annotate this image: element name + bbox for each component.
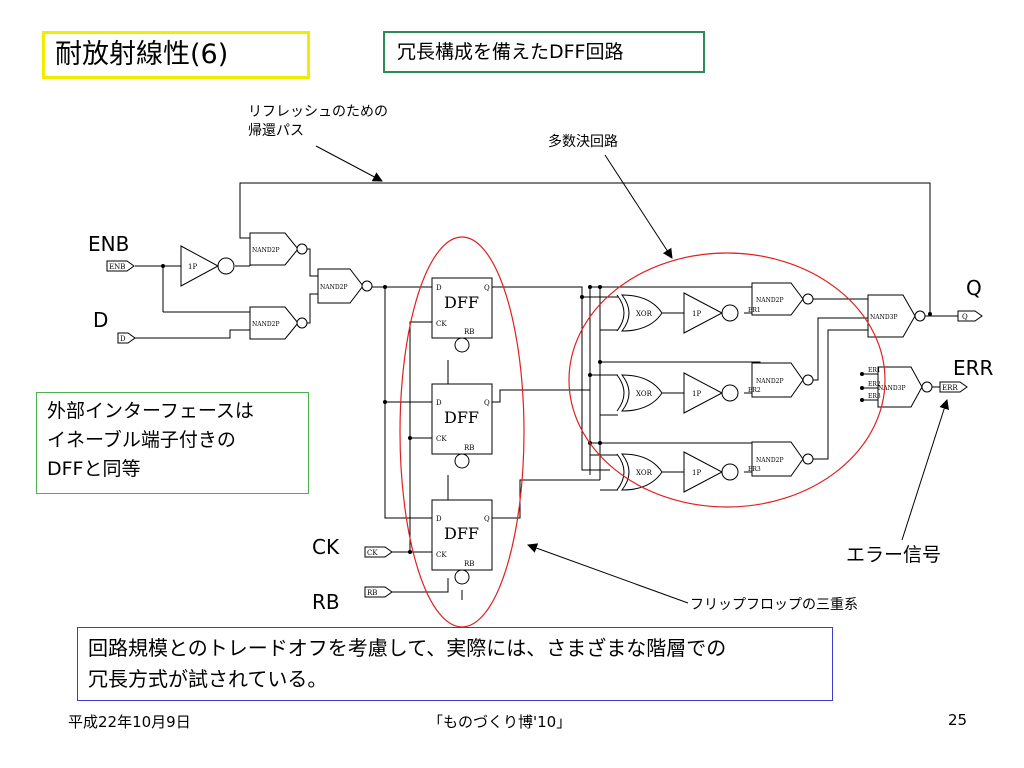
- dff-3-q: Q: [484, 515, 490, 523]
- port-rb: [364, 586, 393, 598]
- pin-label-q: Q: [966, 276, 982, 300]
- inverter-enb-label: 1P: [188, 263, 197, 271]
- port-err-text: ERR: [942, 384, 958, 392]
- nand-front-3: [317, 268, 364, 304]
- triple-annotation: フリップフロップの三重系: [690, 597, 858, 613]
- note-tradeoff: 回路規模とのトレードオフを考慮して、実際には、さまざまな階層での 冗長方式が試さ…: [77, 627, 833, 701]
- triple-arrow: [527, 543, 689, 604]
- dff-1-d: D: [436, 284, 442, 292]
- er1-label: ER1: [748, 307, 761, 314]
- dff-2: [431, 383, 493, 455]
- dff-1-ck: CK: [436, 320, 447, 328]
- port-rb-text: RB: [367, 589, 377, 597]
- pin-label-enb: ENB: [88, 232, 130, 256]
- nand3-err-label: NAND3P: [878, 385, 906, 392]
- note-interface: 外部インターフェースは イネーブル端子付きの DFFと同等: [36, 392, 309, 494]
- majority-voter-ellipse: [568, 252, 886, 508]
- refresh-arrow: [315, 145, 383, 182]
- nand-front-2-label: NAND2P: [252, 321, 280, 328]
- pin-label-ck: CK: [312, 535, 340, 559]
- nand-voter-3-label: NAND2P: [756, 457, 784, 464]
- inverter-1: [683, 292, 724, 334]
- port-err: [939, 381, 968, 393]
- dff-2-rb: RB: [464, 444, 474, 452]
- err-in-er1: ER1: [868, 367, 881, 374]
- port-d-text: D: [120, 335, 126, 343]
- refresh-annotation: リフレッシュのための 帰還パス: [248, 103, 388, 141]
- dff-2-q: Q: [484, 399, 490, 407]
- majority-annotation: 多数決回路: [548, 134, 618, 150]
- err-in-er3: ER3: [868, 393, 881, 400]
- port-enb: [106, 260, 135, 272]
- refresh-annotation-line2: 帰還パス: [248, 123, 304, 139]
- note-interface-line2: イネーブル端子付きの: [47, 429, 236, 451]
- xor-1: [620, 294, 663, 332]
- dff-1-label: DFF: [444, 293, 479, 312]
- port-ck: [364, 546, 393, 558]
- xor-2: [620, 374, 663, 412]
- xor-3-label: XOR: [636, 469, 653, 477]
- xor-1-label: XOR: [636, 310, 653, 318]
- dff-3-d: D: [436, 515, 442, 523]
- nand-front-1: [249, 232, 299, 266]
- nand-front-2: [249, 306, 299, 340]
- pin-label-err: ERR: [953, 356, 994, 380]
- refresh-annotation-line1: リフレッシュのための: [248, 104, 388, 120]
- nand-voter-2-label: NAND2P: [756, 378, 784, 385]
- note-interface-line3: DFFと同等: [47, 458, 141, 480]
- nand-voter-1: [751, 282, 804, 316]
- inverter-2: [683, 372, 724, 414]
- nand-voter-1-label: NAND2P: [756, 297, 784, 304]
- err-in-er2: ER2: [868, 381, 881, 388]
- er2-label: ER2: [748, 387, 761, 394]
- inverter-3-label: 1P: [692, 469, 701, 477]
- note-tradeoff-line2: 冗長方式が試されている。: [88, 667, 328, 691]
- pin-label-d: D: [93, 308, 109, 332]
- er3-label: ER3: [748, 466, 761, 473]
- dff-2-label: DFF: [444, 408, 479, 427]
- xor-2-label: XOR: [636, 390, 653, 398]
- nand3-err: [877, 366, 923, 408]
- error-signal-annotation: エラー信号: [846, 544, 942, 566]
- footer-page-number: 25: [948, 711, 968, 729]
- dff-1-rb: RB: [464, 328, 474, 336]
- nand-voter-3: [751, 441, 804, 477]
- inverter-enb: [180, 245, 220, 287]
- slide-subtitle: 冗長構成を備えたDFF回路: [383, 31, 705, 73]
- nand3-output: [867, 294, 916, 338]
- error-arrow: [901, 399, 950, 541]
- dff-1-q: Q: [484, 284, 490, 292]
- port-d: [117, 332, 136, 344]
- slide-title: 耐放射線性(6): [42, 31, 310, 79]
- note-interface-line1: 外部インターフェースは: [47, 400, 254, 422]
- feedback-wire: [239, 182, 931, 314]
- dff-2-ck: CK: [436, 435, 447, 443]
- note-tradeoff-line1: 回路規模とのトレードオフを考慮して、実際には、さまざまな階層での: [88, 636, 727, 660]
- dff-3-label: DFF: [444, 524, 479, 543]
- port-ck-text: CK: [367, 549, 378, 557]
- inverter-2-label: 1P: [692, 390, 701, 398]
- inverter-3: [683, 451, 724, 493]
- nand3-output-label: NAND3P: [870, 314, 898, 321]
- footer-date: 平成22年10月9日: [68, 713, 191, 731]
- majority-arrow: [604, 154, 673, 259]
- dff-3-ck: CK: [436, 551, 447, 559]
- nand-front-3-label: NAND2P: [320, 284, 348, 291]
- nand-voter-2: [751, 362, 804, 398]
- footer-event: 「ものづくり博'10」: [428, 713, 572, 731]
- dff-3: [431, 499, 493, 571]
- port-q: [957, 310, 983, 322]
- dff-1: [431, 277, 493, 339]
- nand-front-1-label: NAND2P: [252, 247, 280, 254]
- inverter-1-label: 1P: [692, 310, 701, 318]
- pin-label-rb: RB: [312, 590, 340, 614]
- dff-2-d: D: [436, 399, 442, 407]
- triple-dff-ellipse: [399, 236, 525, 628]
- port-enb-text: ENB: [109, 263, 125, 271]
- dff-3-rb: RB: [464, 560, 474, 568]
- port-q-text: Q: [962, 313, 968, 321]
